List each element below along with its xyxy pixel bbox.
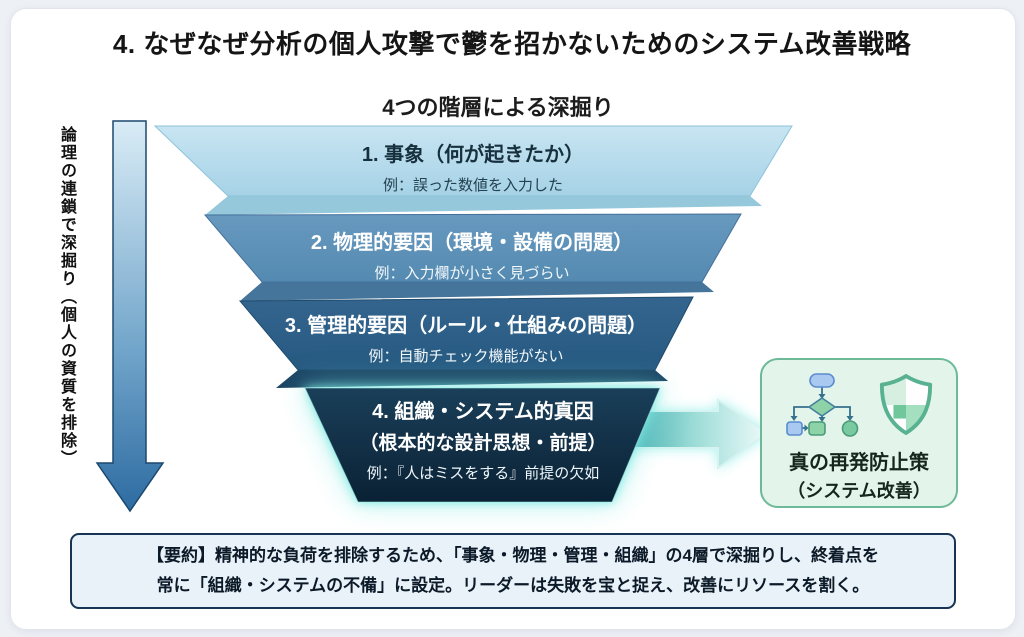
side-arrow-label: 論理の連鎖で深掘り（個人の資質を排除） [58, 126, 75, 468]
funnel-layer-4-shape [304, 387, 661, 503]
funnel-layer-1-text: 1. 事象（何が起きたか） 例：誤った数値を入力した [228, 138, 718, 195]
funnel-heading: 4つの階層による深掘り [382, 95, 614, 120]
funnel-layer-2-text: 2. 物理的要因（環境・設備の問題） 例：入力欄が小さく見づらい [222, 226, 722, 283]
funnel-layer-2-shape [203, 213, 742, 283]
layer-4-example: 例：『人はミスをする』前提の欠如 [366, 465, 600, 482]
summary-box: 【要約】精神的な負荷を排除するため、「事象・物理・管理・組織」の4層で深掘りし、… [70, 533, 956, 609]
layer-3-example: 例：自動チェック機能がない [368, 348, 564, 365]
funnel-layer-3-shape [238, 296, 694, 371]
funnel-layer-1-shape [153, 125, 793, 197]
layer-2-example: 例：入力欄が小さく見づらい [374, 265, 570, 282]
funnel-layer-1-fold [205, 196, 762, 215]
outcome-line1: 真の再発防止策 [789, 452, 929, 474]
summary-line2: 常に「組織・システムの不備」に設定。リーダーは失敗を宝と捉え、改善にリソースを割… [156, 576, 870, 595]
outcome-box: 真の再発防止策 （システム改善） [760, 358, 958, 508]
funnel-layer-2-fold [240, 282, 714, 301]
page-title: 4. なぜなぜ分析の個人攻撃で鬱を招かないためのシステム改善戦略 [112, 29, 912, 59]
outcome-icons [783, 372, 935, 438]
shield-icon [879, 374, 933, 435]
funnel-layer-3-fold [276, 370, 668, 388]
depth-arrow-down [95, 120, 165, 513]
layer-3-title: 3. 管理的要因（ルール・仕組みの問題） [284, 315, 648, 337]
layer-1-example: 例：誤った数値を入力した [382, 177, 563, 194]
funnel-layer-4-text: 4. 組織・システム的真因 （根本的な設計思想・前提） 例：『人はミスをする』前… [235, 395, 731, 483]
outcome-line2: （システム改善） [787, 481, 931, 501]
layer-1-title: 1. 事象（何が起きたか） [361, 144, 585, 166]
layer-4-title: 4. 組織・システム的真因 [372, 401, 594, 423]
layer-2-title: 2. 物理的要因（環境・設備の問題） [310, 232, 634, 254]
flowchart-icon [786, 373, 859, 437]
funnel-layer-3-text: 3. 管理的要因（ルール・仕組みの問題） 例：自動チェック機能がない [220, 309, 712, 366]
summary-line1: 【要約】精神的な負荷を排除するため、「事象・物理・管理・組織」の4層で深掘りし、… [147, 546, 879, 566]
layer-4-subtitle: （根本的な設計思想・前提） [359, 433, 607, 454]
